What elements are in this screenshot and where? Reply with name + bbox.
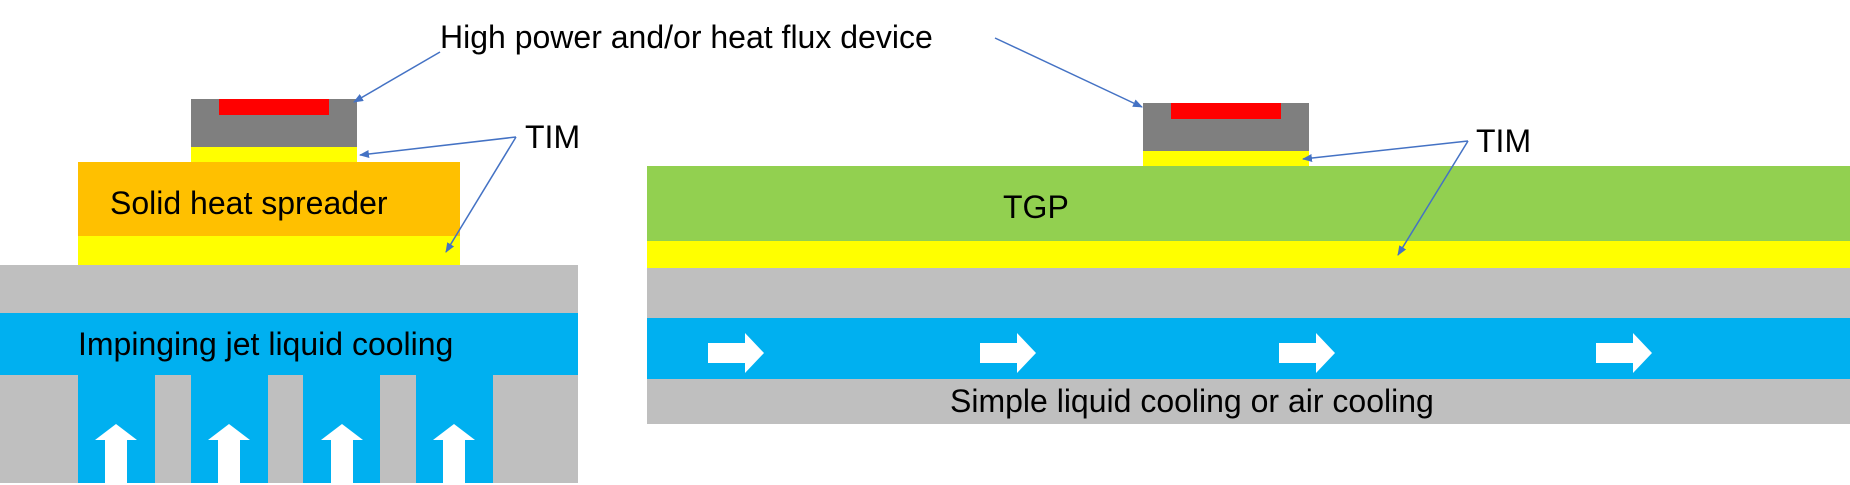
tgp-label: TGP (1003, 189, 1069, 225)
right-heat-source (1171, 103, 1281, 119)
spreader-label: Solid heat spreader (110, 185, 388, 221)
tim-leader-right-lower (1397, 140, 1469, 256)
leader-lines (353, 37, 1469, 256)
right-coolant-channel (647, 318, 1850, 379)
jet-cooling-label: Impinging jet liquid cooling (78, 326, 453, 362)
right-tim-lower (647, 241, 1850, 268)
arrow-up-icon (208, 424, 250, 483)
left-coolant-plenum (0, 313, 578, 375)
tim-label-left: TIM (525, 119, 580, 155)
tim-leader-right-upper (1302, 140, 1469, 163)
solid-heat-spreader (78, 162, 460, 236)
tim-label-right: TIM (1476, 123, 1531, 159)
device-label: High power and/or heat flux device (440, 19, 933, 55)
right-cold-plate-bottom (647, 379, 1850, 424)
left-stack: Solid heat spreader Impinging jet liquid… (0, 99, 578, 483)
right-cold-plate-top (647, 268, 1850, 318)
arrow-up-icon (433, 424, 475, 483)
device-leader-left (353, 51, 441, 103)
left-tim-upper (191, 147, 357, 162)
tim-leader-left-lower (445, 136, 517, 253)
arrow-right-icon (980, 333, 1036, 373)
tim-leader-left-upper (359, 136, 517, 158)
left-tim-lower (78, 236, 460, 265)
right-stack: TGP Simple liquid cooling or air cooling (647, 103, 1850, 424)
arrow-right-icon (1279, 333, 1335, 373)
tgp-layer (647, 166, 1850, 241)
left-cold-plate-top (0, 265, 578, 313)
arrow-right-icon (708, 333, 764, 373)
simple-cooling-label: Simple liquid cooling or air cooling (950, 383, 1434, 419)
arrow-up-icon (321, 424, 363, 483)
arrow-up-icon (95, 424, 137, 483)
arrow-right-icon (1596, 333, 1652, 373)
device-leader-right (994, 37, 1143, 108)
left-heat-source (219, 99, 329, 115)
right-tim-upper (1143, 151, 1309, 166)
